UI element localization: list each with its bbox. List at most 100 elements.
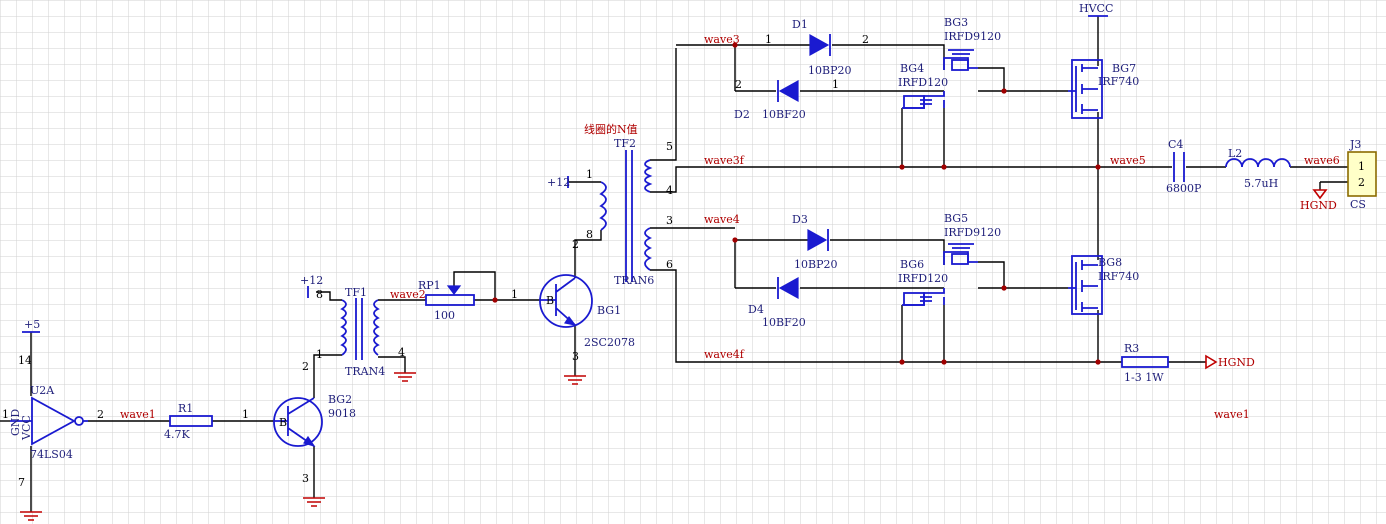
inductor-l2[interactable] (1225, 158, 1291, 168)
power-bar-symbol (22, 15, 1108, 333)
pin-d1-k: 2 (862, 33, 869, 46)
label-c4-ref: C4 (1168, 138, 1183, 151)
label-bg6-value: IRFD120 (898, 272, 948, 285)
pin-numbers: 1 2 14 7 1 2 3 B 8 1 4 1 2 3 B 1 8 5 4 3… (2, 33, 869, 489)
net-wave5: wave5 (1110, 154, 1146, 167)
pin-tf2-s6: 6 (666, 258, 673, 271)
label-bg4-value: IRFD120 (898, 76, 948, 89)
label-d1-value: 10BP20 (808, 64, 851, 77)
mosfet-bg3[interactable] (943, 49, 978, 71)
label-r1-value: 4.7K (164, 428, 190, 441)
mosfet-bg8[interactable] (1068, 255, 1103, 315)
pin-d2-a: 1 (832, 78, 839, 91)
label-j3-value: CS (1350, 198, 1366, 211)
label-bg2-value: 9018 (328, 407, 356, 420)
connector-j3[interactable] (1347, 151, 1377, 197)
ground-symbol (394, 372, 416, 382)
label-d4-value: 10BF20 (762, 316, 806, 329)
pin-bg1-c: 2 (572, 238, 579, 251)
pin-bg1-e: 3 (572, 350, 579, 363)
label-bg4-ref: BG4 (900, 62, 924, 75)
label-bg8-ref: BG8 (1098, 256, 1122, 269)
pin-tf2-p2: 8 (586, 228, 593, 241)
label-d3-ref: D3 (792, 213, 808, 226)
label-d2-ref: D2 (734, 108, 750, 121)
pin-r1-b: 1 (242, 408, 249, 421)
diode-d3[interactable] (807, 228, 829, 252)
resistor-r3[interactable] (1121, 356, 1169, 368)
label-l2-ref: L2 (1228, 147, 1242, 160)
pin-rp1-out: 1 (511, 288, 518, 301)
label-rp1-ref: RP1 (418, 279, 441, 292)
label-bg6-ref: BG6 (900, 258, 924, 271)
net-p12-a: +12 (300, 274, 323, 287)
mosfet-bg5[interactable] (943, 243, 978, 265)
net-p12-b: +12 (547, 176, 570, 189)
pin-bg2-c: 2 (302, 360, 309, 373)
net-wave3f: wave3f (704, 154, 745, 167)
resistor-r1[interactable] (169, 415, 213, 427)
label-r1-ref: R1 (178, 402, 193, 415)
label-tf2-value: TRAN6 (614, 274, 654, 287)
net-hgnd: HGND (1300, 199, 1337, 212)
label-tf1-value: TRAN4 (345, 365, 385, 378)
transistor-bg2[interactable] (273, 397, 323, 448)
label-j3-pin2: 2 (1358, 176, 1365, 189)
label-bg8-value: IRF740 (1098, 270, 1139, 283)
potentiometer-rp1[interactable] (425, 285, 475, 306)
ground-symbol (303, 497, 325, 507)
net-wave6: wave6 (1304, 154, 1340, 167)
label-bg3-value: IRFD9120 (944, 30, 1001, 43)
transistor-bg1[interactable] (539, 274, 593, 328)
label-l2-value: 5.7uH (1244, 177, 1278, 190)
capacitor-c4[interactable] (1173, 152, 1185, 182)
net-wave1: wave1 (120, 408, 156, 421)
pin-d2-k: 2 (735, 78, 742, 91)
net-wave1-right: wave1 (1214, 408, 1250, 421)
pin-u-out: 2 (97, 408, 104, 421)
label-tf2-ref: TF2 (614, 137, 636, 150)
pin-tf2-s5: 5 (666, 140, 673, 153)
wires (0, 16, 1348, 512)
pin-tf1-p2: 1 (316, 348, 323, 361)
label-bg7-value: IRF740 (1098, 75, 1139, 88)
pin-u-vcc: 14 (18, 354, 32, 367)
pin-tf2-p1: 1 (586, 168, 593, 181)
pin-bg2-e: 3 (302, 472, 309, 485)
pin-bg1-b: B (546, 294, 554, 307)
net-hgnd-r3: HGND (1218, 356, 1255, 369)
pin-tf2-s4: 4 (666, 184, 673, 197)
label-d1-ref: D1 (792, 18, 808, 31)
label-bg1-ref: BG1 (597, 304, 621, 317)
net-p5: +5 (24, 318, 40, 331)
label-u2a-ref: U2A (30, 384, 55, 397)
label-c4-value: 6800P (1166, 182, 1202, 195)
label-d3-value: 10BP20 (794, 258, 837, 271)
inverter-u2a[interactable] (10, 396, 88, 446)
mosfet-bg7[interactable] (1068, 59, 1103, 119)
label-u2a-value: 74LS04 (30, 448, 73, 461)
label-u2a-inner-gnd: GND (9, 409, 22, 436)
transformer-tf1[interactable] (340, 298, 380, 360)
label-rp1-value: 100 (434, 309, 455, 322)
label-u2a-inner-vcc: VCC (20, 415, 33, 441)
label-bg7-ref: BG7 (1112, 62, 1136, 75)
pin-u-gnd: 7 (18, 476, 25, 489)
net-wave2: wave2 (390, 288, 426, 301)
transformer-tf2[interactable] (599, 150, 653, 282)
pin-tf1-s: 4 (398, 346, 405, 359)
label-bg2-ref: BG2 (328, 393, 352, 406)
mosfet-bg6[interactable] (902, 288, 945, 306)
ground-symbol (564, 375, 586, 385)
diode-d4[interactable] (777, 276, 799, 300)
net-hvcc: HVCC (1079, 2, 1113, 15)
ground-symbol (20, 511, 42, 521)
hgnd-arrow-symbol (1205, 189, 1328, 370)
mosfet-bg4[interactable] (902, 91, 945, 109)
pin-d1-a: 1 (765, 33, 772, 46)
net-labels: wave1 wave1 wave2 wave3 wave3f wave4 wav… (24, 2, 1340, 421)
diode-d1[interactable] (809, 33, 831, 57)
net-coil-note: 线圈的N值 (584, 122, 638, 136)
diode-d2[interactable] (777, 79, 799, 103)
